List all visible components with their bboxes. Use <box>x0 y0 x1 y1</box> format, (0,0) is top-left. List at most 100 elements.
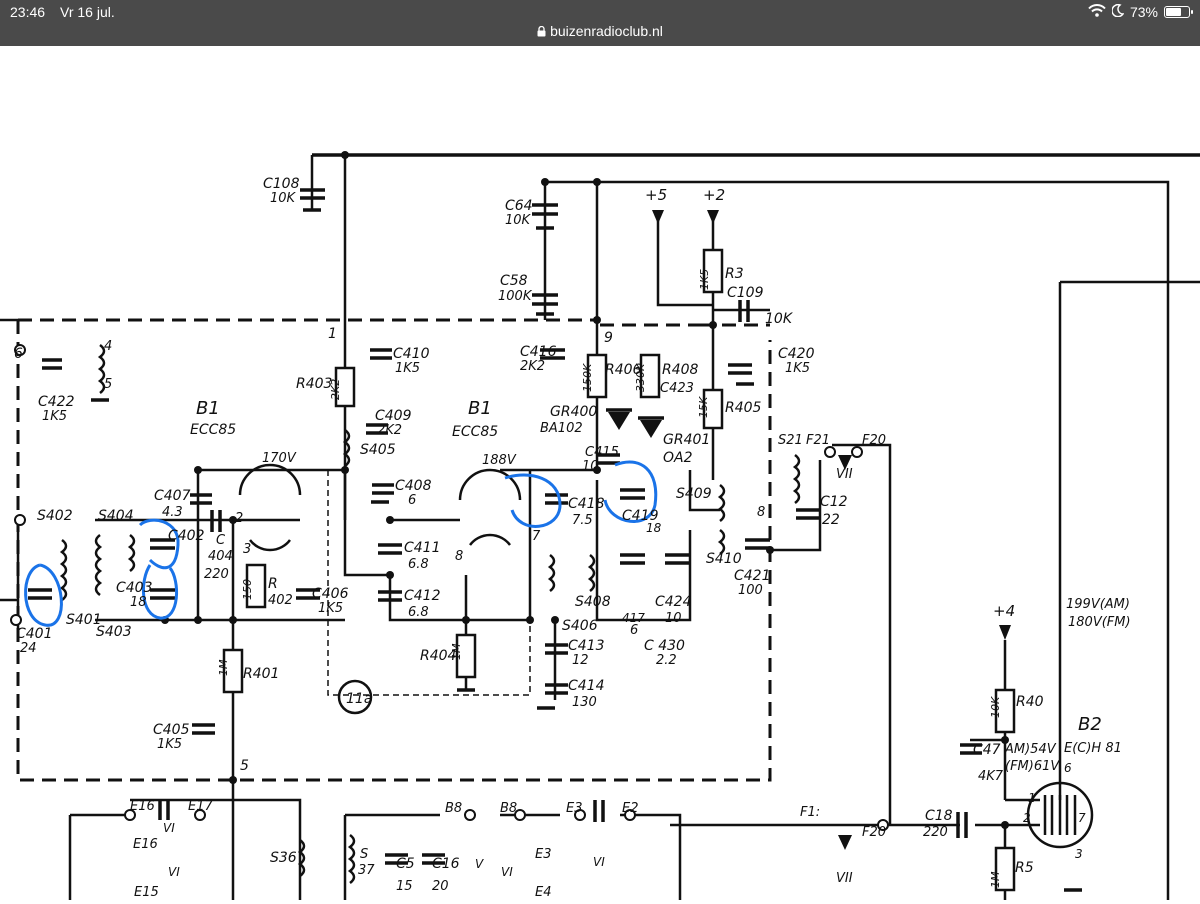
label-r40v: 10K <box>989 696 1002 718</box>
grounds <box>91 208 1082 892</box>
label-c109: C109 <box>727 285 764 301</box>
label-f20a: F20 <box>862 433 886 448</box>
junction-dot <box>194 466 202 474</box>
capacitor-c47 <box>960 743 982 755</box>
label-c407v: 4.3 <box>162 505 183 520</box>
label-n3b: 3 <box>1075 847 1083 861</box>
annotation-c418[interactable] <box>504 473 562 528</box>
capacitor-c402 <box>150 538 175 550</box>
label-v170: 170V <box>262 451 297 466</box>
label-n2b: 2 <box>1023 811 1031 825</box>
annotation-c402[interactable] <box>138 518 180 570</box>
label-c5v: 15 <box>396 879 413 894</box>
resistor-r5 <box>994 846 1016 892</box>
label-f1: F1: <box>800 805 820 820</box>
label-p2: +2 <box>703 186 725 204</box>
capacitor-c405 <box>192 723 215 735</box>
junction-dot <box>709 321 717 329</box>
label-c108v: 10K <box>270 191 297 206</box>
label-p5: +5 <box>645 186 667 204</box>
label-s402: S402 <box>37 508 73 524</box>
label-vi_b: VI <box>168 865 180 879</box>
coil-s408 <box>587 554 596 592</box>
label-f20b: F20 <box>862 825 886 840</box>
label-c416: C416 <box>520 344 557 360</box>
address-bar[interactable]: buizenradioclub.nl <box>0 23 1200 40</box>
capacitor-c413 <box>545 643 568 655</box>
label-f21: F21 <box>806 433 830 448</box>
coil-s407 <box>547 554 556 592</box>
label-c413: C413 <box>568 638 605 654</box>
resistor-r408 <box>639 353 661 399</box>
label-n1: 1 <box>328 326 337 342</box>
junction-dot <box>229 516 237 524</box>
label-c401: C401 <box>16 626 53 642</box>
capacitor-c5 <box>385 853 408 865</box>
label-n2: 2 <box>235 511 243 526</box>
label-vii_b: VII <box>836 871 853 886</box>
blue-annotations[interactable] <box>24 460 658 627</box>
label-c412: C412 <box>404 588 441 604</box>
capacitor-c404 <box>210 510 222 532</box>
label-c404v: 220 <box>204 567 229 582</box>
tubes <box>238 463 1094 849</box>
diodes <box>606 408 664 438</box>
junction-dot <box>229 616 237 624</box>
label-c64: C64 <box>505 198 533 214</box>
label-c47: C47 <box>973 742 1001 758</box>
label-vi_a: VI <box>163 821 175 835</box>
label-r401: R401 <box>243 666 279 682</box>
capacitor-c18 <box>956 812 968 838</box>
moon-icon <box>1111 3 1125 20</box>
resistor-r406 <box>586 353 608 399</box>
label-s410: S410 <box>706 551 742 567</box>
capacitor-c420 <box>728 363 752 375</box>
capacitor-c421 <box>745 538 770 550</box>
capacitor-c12 <box>796 508 820 520</box>
label-s408: S408 <box>575 594 611 610</box>
label-c430: C 430 <box>644 638 685 654</box>
label-r402n: 402 <box>268 593 293 608</box>
label-p4: +4 <box>993 602 1015 620</box>
coil-s36 <box>297 839 306 877</box>
label-r406: R406 <box>605 362 642 378</box>
battery-fill <box>1166 8 1181 16</box>
label-r150: 150 <box>241 579 254 600</box>
label-c415: C415 <box>585 445 619 460</box>
annotation-c401[interactable] <box>24 563 63 627</box>
capacitor-c409 <box>366 423 388 435</box>
annotation-c419[interactable] <box>603 460 658 523</box>
label-c407: C407 <box>154 488 191 504</box>
capacitor-e3-e2 <box>593 800 605 822</box>
capacitor-c418 <box>545 493 568 505</box>
label-v180: 180V(FM) <box>1068 615 1131 630</box>
capacitor-c424 <box>665 553 690 565</box>
label-r403v: 2K2 <box>329 379 342 400</box>
label-r5v: 1M <box>989 871 1002 888</box>
label-e16a: E16 <box>130 799 155 814</box>
label-c401v: 24 <box>20 641 37 656</box>
label-c423: C423 <box>660 381 694 396</box>
junction-dot <box>593 178 601 186</box>
resistor-r401 <box>222 648 244 694</box>
capacitor-c401 <box>28 588 52 600</box>
label-r406v: 150K <box>581 363 594 392</box>
label-c409: C409 <box>375 408 412 424</box>
label-c408v: 6 <box>408 493 416 508</box>
label-c411v: 6.8 <box>408 557 429 572</box>
capacitor-c58 <box>532 293 558 306</box>
label-ecc85b: ECC85 <box>452 424 498 440</box>
status-date: Vr 16 jul. <box>60 4 115 20</box>
terminals <box>10 210 1011 850</box>
annotation-c403[interactable] <box>141 564 179 620</box>
label-c420: C420 <box>778 346 815 362</box>
label-c47v: 4K7 <box>978 769 1004 784</box>
label-c405: C405 <box>153 722 190 738</box>
coil-s403 <box>94 534 103 596</box>
label-n7b: 7 <box>1078 811 1086 825</box>
label-c5: C5 <box>396 856 415 872</box>
label-r405: R405 <box>725 400 762 416</box>
label-r40: R40 <box>1016 694 1044 710</box>
